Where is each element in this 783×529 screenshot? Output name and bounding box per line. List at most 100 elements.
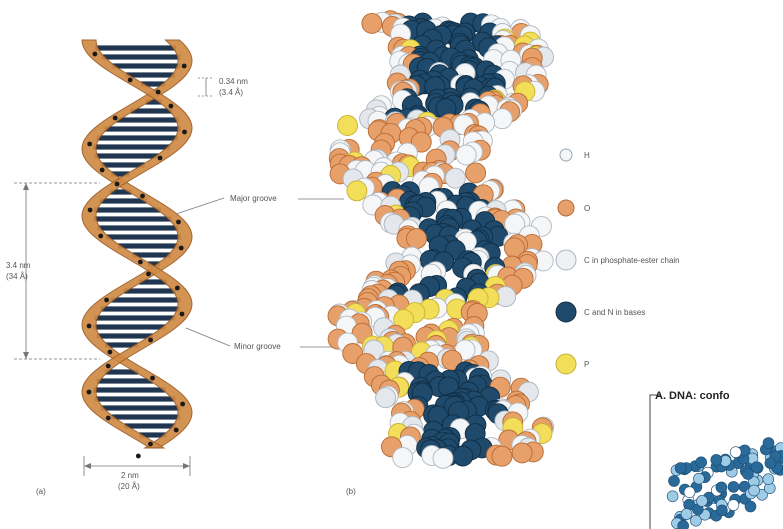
inset-atom: [763, 474, 774, 485]
legend-label: P: [584, 360, 589, 369]
inset-atom: [693, 473, 704, 484]
base-pair-bar: [102, 54, 181, 59]
inset-atom: [678, 520, 689, 529]
atom-sphere: [393, 448, 413, 468]
phosphate-dot: [128, 78, 133, 83]
phosphate-dot: [180, 312, 185, 317]
major-groove-callout: Major groove: [176, 194, 344, 214]
phosphate-dot: [169, 104, 174, 109]
atom-sphere: [338, 116, 358, 136]
inset-atom: [765, 458, 776, 469]
legend-label: C and N in bases: [584, 308, 645, 317]
inset-atom: [667, 491, 678, 502]
base-pair-bar: [104, 126, 180, 131]
phosphate-dot: [87, 142, 92, 147]
inset-atom: [684, 487, 695, 498]
atom-sphere: [492, 446, 512, 466]
base-pair-bar: [94, 207, 161, 212]
atom-sphere: [466, 163, 486, 183]
base-pair-bar: [124, 288, 176, 293]
legend-swatch: [556, 354, 576, 374]
base-pair-bar: [95, 153, 159, 158]
base-pair-bar: [97, 135, 178, 140]
space-filling-model: [328, 11, 554, 469]
base-pair-bar: [101, 405, 181, 410]
atom-sphere: [407, 229, 427, 249]
inset-atom: [675, 463, 686, 474]
base-pair-bar: [100, 198, 147, 203]
phosphate-dot: [138, 260, 143, 265]
inset-panel-a: A. DNA: confo: [650, 390, 783, 529]
base-pair-bar: [97, 225, 178, 230]
phosphate-dot: [158, 156, 163, 161]
phosphate-dot: [175, 286, 180, 291]
width-label-angstrom: (20 Å): [118, 482, 140, 491]
width-annotation: 2 nm (20 Å): [84, 456, 190, 491]
phosphate-dot: [150, 376, 155, 381]
atom-sphere: [347, 181, 367, 201]
phosphate-dot: [98, 234, 103, 239]
base-pair-bar: [95, 45, 176, 50]
inset-atom: [728, 481, 739, 492]
helix-ribbons: [82, 40, 192, 458]
phosphate-dot: [88, 208, 93, 213]
phosphate-dot: [106, 364, 111, 369]
pitch-label-angstrom: (34 Å): [6, 272, 28, 281]
legend-swatch: [556, 250, 576, 270]
legend-swatch: [560, 149, 572, 161]
base-pair-bar: [100, 306, 180, 311]
base-pair-bar: [116, 117, 179, 122]
rise-annotation: 0.34 nm (3.4 Å): [198, 77, 248, 97]
inset-atom: [745, 501, 756, 512]
major-groove-label: Major groove: [230, 194, 277, 203]
base-pair-bar: [94, 396, 175, 401]
atom-sphere: [453, 446, 473, 466]
phosphate-dot: [180, 402, 185, 407]
inset-atom: [690, 515, 701, 526]
phosphate-dot: [179, 246, 184, 251]
phosphate-dot: [176, 220, 181, 225]
inset-atom: [681, 509, 692, 520]
phosphate-dot: [104, 298, 109, 303]
panel-a-label: (a): [36, 487, 46, 496]
atom-sphere: [456, 145, 476, 165]
minor-groove-label: Minor groove: [234, 342, 281, 351]
phosphate-dot: [87, 324, 92, 329]
base-pair-bar: [97, 333, 153, 338]
phosphate-dot: [113, 116, 118, 121]
inset-atom: [696, 457, 707, 468]
legend-swatch: [558, 200, 574, 216]
phosphate-dot: [140, 194, 145, 199]
phosphate-dot: [115, 182, 120, 187]
legend-label: H: [584, 151, 590, 160]
inset-title: A. DNA: confo: [655, 390, 730, 402]
inset-atom: [728, 500, 739, 511]
base-pair-bar: [112, 63, 180, 68]
legend-label: C in phosphate-ester chain: [584, 256, 680, 265]
width-label-nm: 2 nm: [121, 471, 139, 480]
phosphate-dot: [87, 390, 92, 395]
inset-atom: [730, 447, 741, 458]
inset-atom: [669, 476, 680, 487]
panel-b-label: (b): [346, 487, 356, 496]
atom-sphere: [376, 388, 396, 408]
base-pair-bar: [111, 297, 181, 302]
atom-sphere: [512, 443, 532, 463]
inset-atom: [711, 454, 722, 465]
base-pair-bar: [126, 72, 175, 77]
base-pair-bar: [97, 378, 154, 383]
base-pair-bar: [93, 324, 166, 329]
inset-atom: [716, 505, 727, 516]
rise-label-angstrom: (3.4 Å): [219, 88, 243, 97]
base-pair-bar: [118, 243, 178, 248]
base-pair-bar: [111, 414, 181, 419]
legend-label: O: [584, 204, 590, 213]
inset-atom: [763, 438, 774, 449]
phosphate-dot: [92, 52, 97, 57]
phosphate-dot: [146, 272, 151, 277]
phosphate-dot: [148, 442, 153, 447]
phosphate-dot: [174, 428, 179, 433]
legend-swatch: [556, 302, 576, 322]
atom-sphere: [433, 448, 453, 468]
